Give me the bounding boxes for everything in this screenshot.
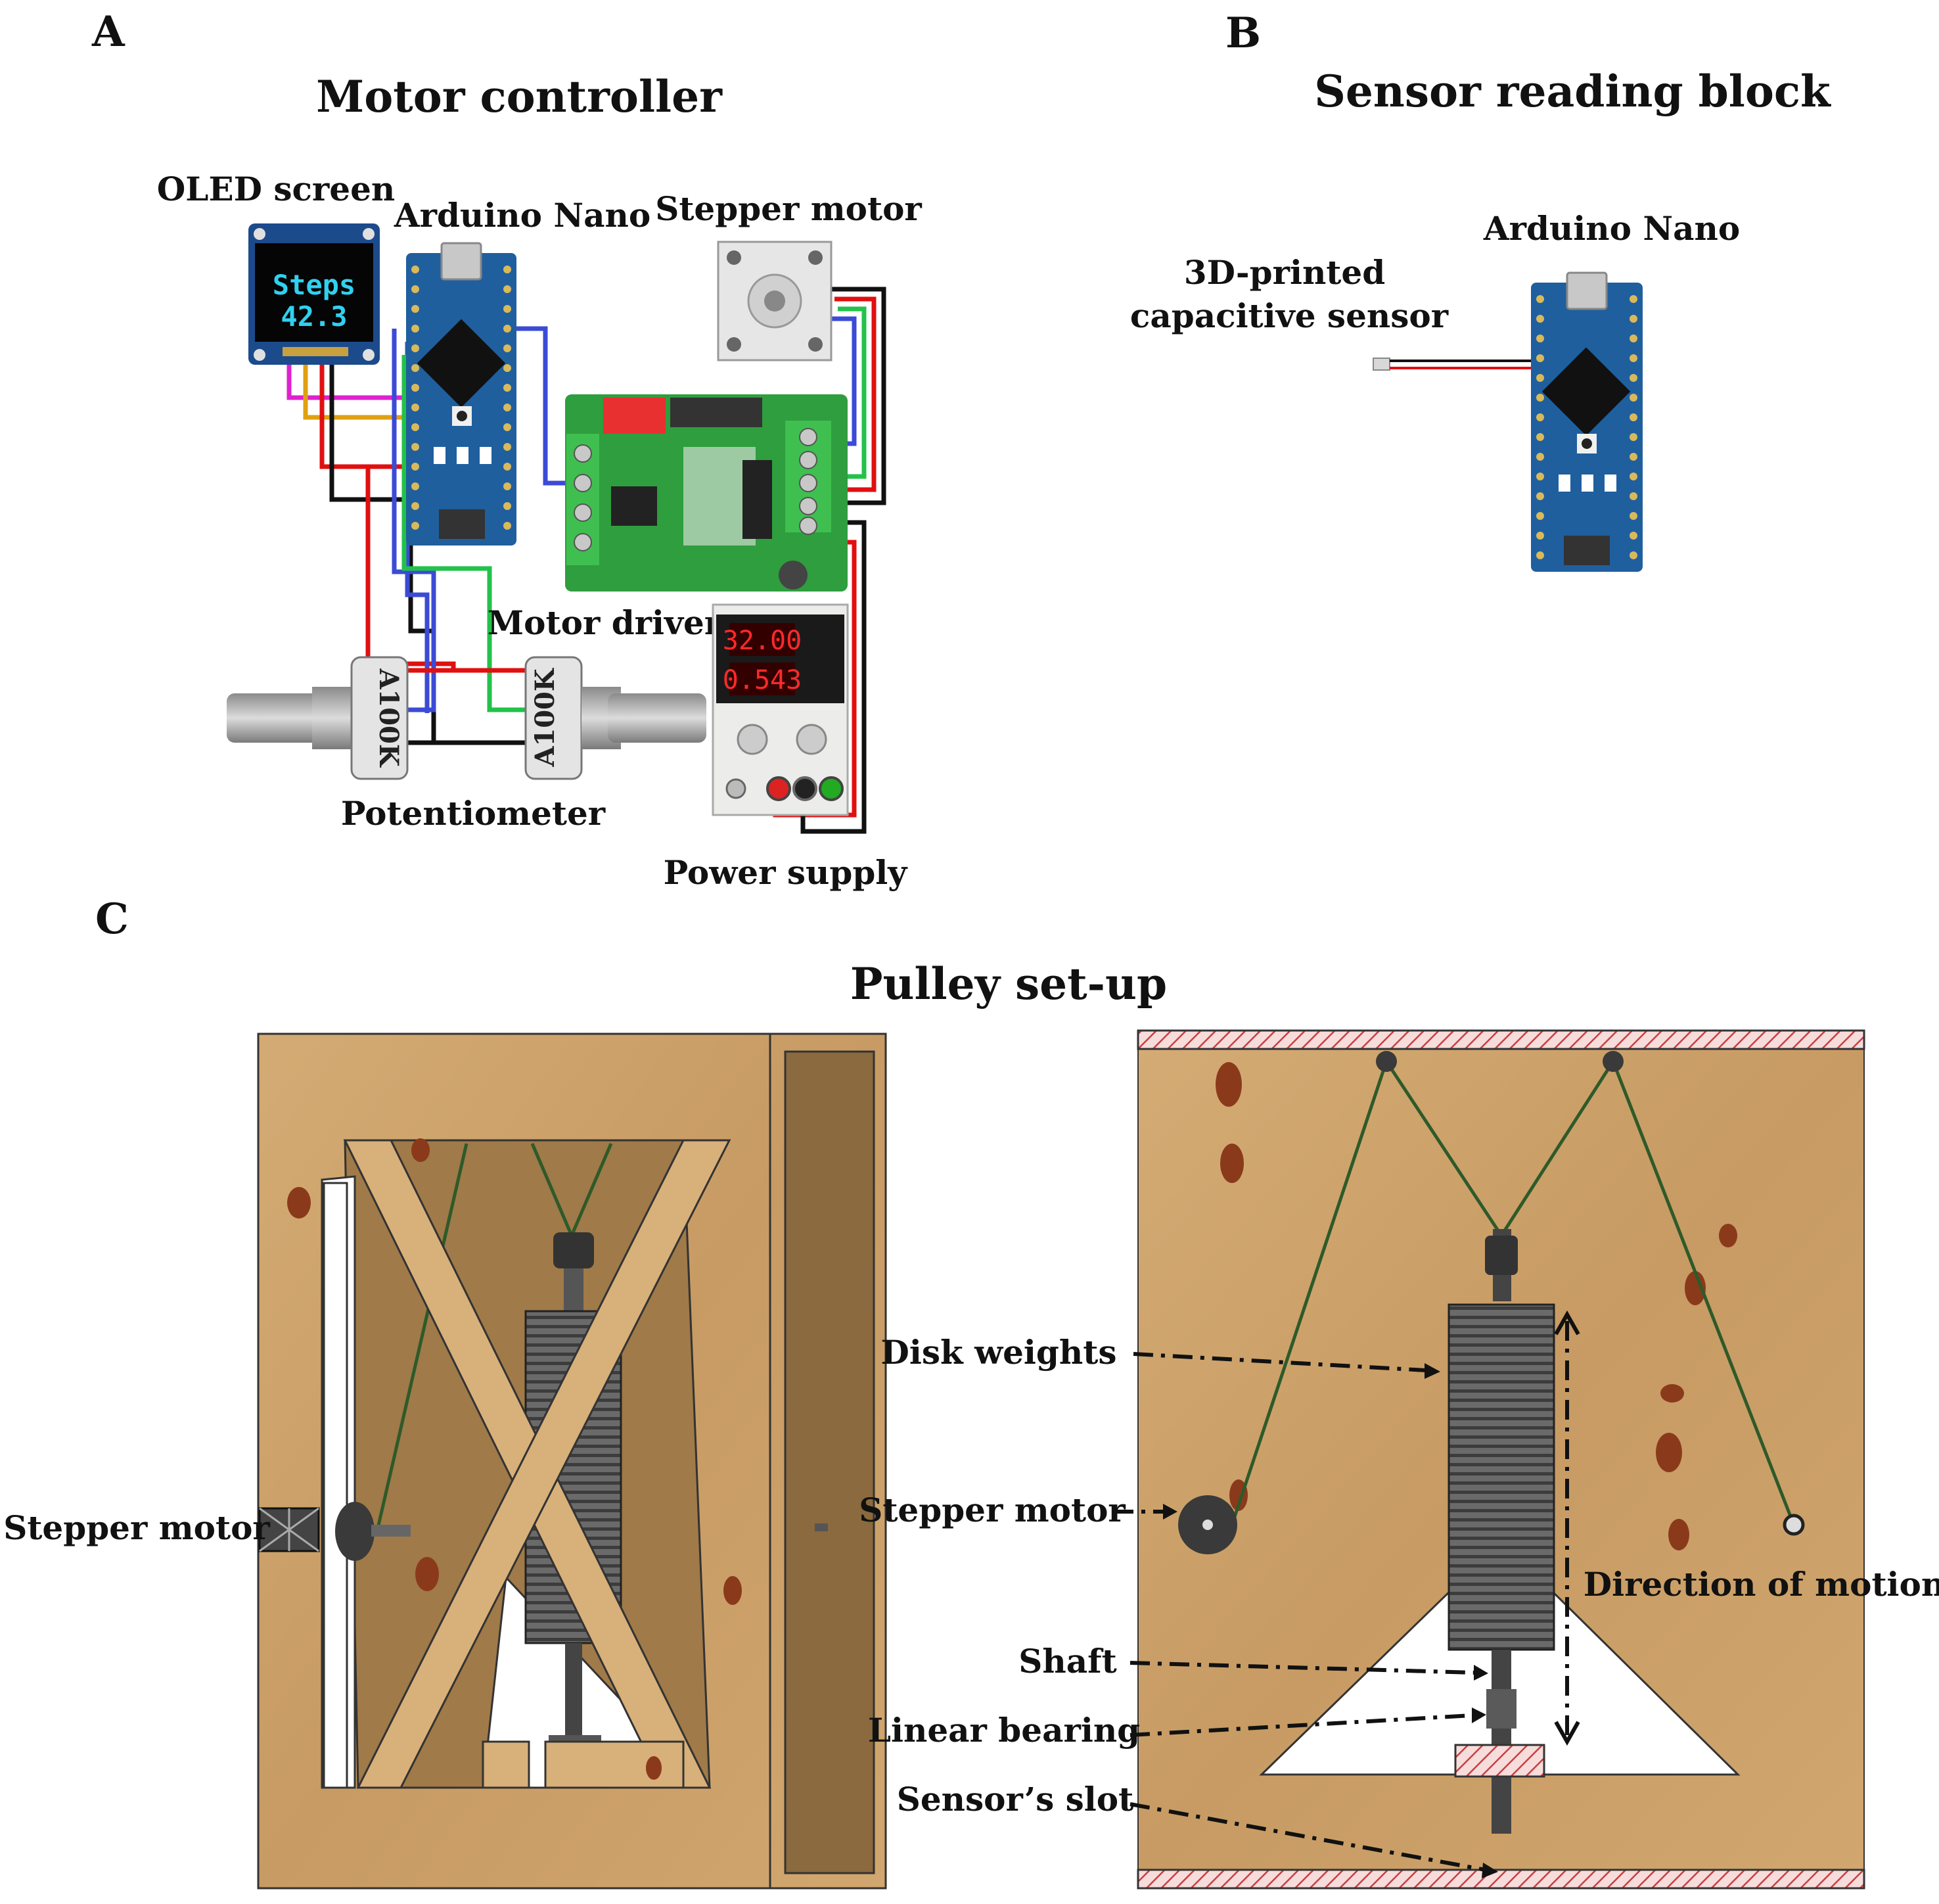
- label-motor-driver: Motor driver: [488, 603, 722, 642]
- label-disk-weights: Disk weights: [881, 1333, 1117, 1372]
- label-stepper-motor-a: Stepper motor: [655, 189, 922, 228]
- label-direction-of-motion: Direction of motion: [1584, 1565, 1939, 1604]
- panel-a: A Motor controller: [91, 7, 922, 892]
- panel-c: C Pulley set-up: [3, 894, 1939, 1890]
- wire-red-oled: [319, 348, 421, 469]
- bottom-support-hatched: [1137, 1869, 1865, 1890]
- sensor-slot-hatched: [1454, 1744, 1545, 1778]
- label-power-supply: Power supply: [664, 853, 909, 892]
- label-sensors-slot: Sensor’s slot: [897, 1780, 1134, 1819]
- oled-text-line1: Steps: [273, 269, 355, 301]
- leader-bearing: [1129, 1713, 1472, 1737]
- shaft-model: [1492, 1650, 1511, 1834]
- stepper-motor-left-model: [258, 1502, 411, 1561]
- label-shaft: Shaft: [1018, 1642, 1116, 1681]
- psu-voltage-readout: 32.00: [723, 626, 802, 656]
- oled-screen: Steps 42.3: [248, 223, 380, 365]
- wire-motor-red: [834, 296, 877, 492]
- leader-disk-weights: [1133, 1352, 1426, 1372]
- linear-bearing-model: [1486, 1689, 1517, 1729]
- wire-motor-blue: [831, 316, 857, 446]
- wire-yellow: [303, 348, 421, 420]
- disk-weights-stack: [1448, 1303, 1555, 1651]
- panel-a-title: Motor controller: [316, 71, 723, 122]
- panel-b-letter: B: [1225, 9, 1261, 58]
- brace-b: [356, 1139, 731, 1789]
- label-potentiometer: Potentiometer: [341, 794, 606, 833]
- label-sensor-line2: capacitive sensor: [1130, 296, 1449, 335]
- label-oled-screen: OLED screen: [157, 170, 396, 208]
- panel-a-letter: A: [91, 7, 125, 57]
- psu-current-readout: 0.543: [723, 665, 802, 695]
- label-stepper-motor-right: Stepper motor: [859, 1491, 1126, 1529]
- stepper-motor-a: [717, 241, 833, 361]
- label-arduino-nano-b: Arduino Nano: [1483, 209, 1740, 248]
- potentiometer-right: A100K: [524, 656, 706, 780]
- power-supply: 32.00 0.543: [712, 603, 849, 816]
- wire-motor-green: [838, 306, 867, 479]
- panel-c-letter: C: [95, 894, 129, 944]
- wire-blue-driver: [513, 326, 568, 486]
- wire-black-oled: [329, 348, 421, 502]
- wiring-a: [286, 287, 886, 834]
- panel-b-title: Sensor reading block: [1314, 66, 1831, 117]
- top-support-hatched: [1137, 1029, 1865, 1050]
- label-linear-bearing: Linear bearing: [868, 1711, 1140, 1750]
- label-sensor-line1: 3D-printed: [1184, 253, 1385, 292]
- panel-c-title: Pulley set-up: [850, 958, 1167, 1010]
- wire-psu-black: [800, 520, 867, 834]
- potentiometer-left: A100K: [227, 656, 409, 780]
- panel-b: B Sensor reading block Arduino Nano 3D-p…: [1130, 9, 1831, 572]
- motor-driver: [565, 394, 848, 592]
- label-arduino-nano-a: Arduino Nano: [394, 196, 650, 235]
- wire-blue-pot: [388, 329, 436, 712]
- leader-shaft: [1129, 1661, 1476, 1675]
- pulley-schematic-right: [1114, 1029, 1865, 1890]
- arduino-nano-a: [406, 242, 516, 546]
- arduino-nano-b: [1531, 271, 1643, 572]
- wire-green-pot: [401, 355, 545, 712]
- oled-text-line2: 42.3: [281, 300, 347, 333]
- pot-right-marking: A100K: [530, 668, 560, 768]
- label-stepper-motor-left: Stepper motor: [3, 1508, 270, 1547]
- pulley-box-left: [257, 1033, 887, 1890]
- pot-left-marking: A100K: [373, 668, 404, 768]
- wire-motor-black: [831, 287, 886, 505]
